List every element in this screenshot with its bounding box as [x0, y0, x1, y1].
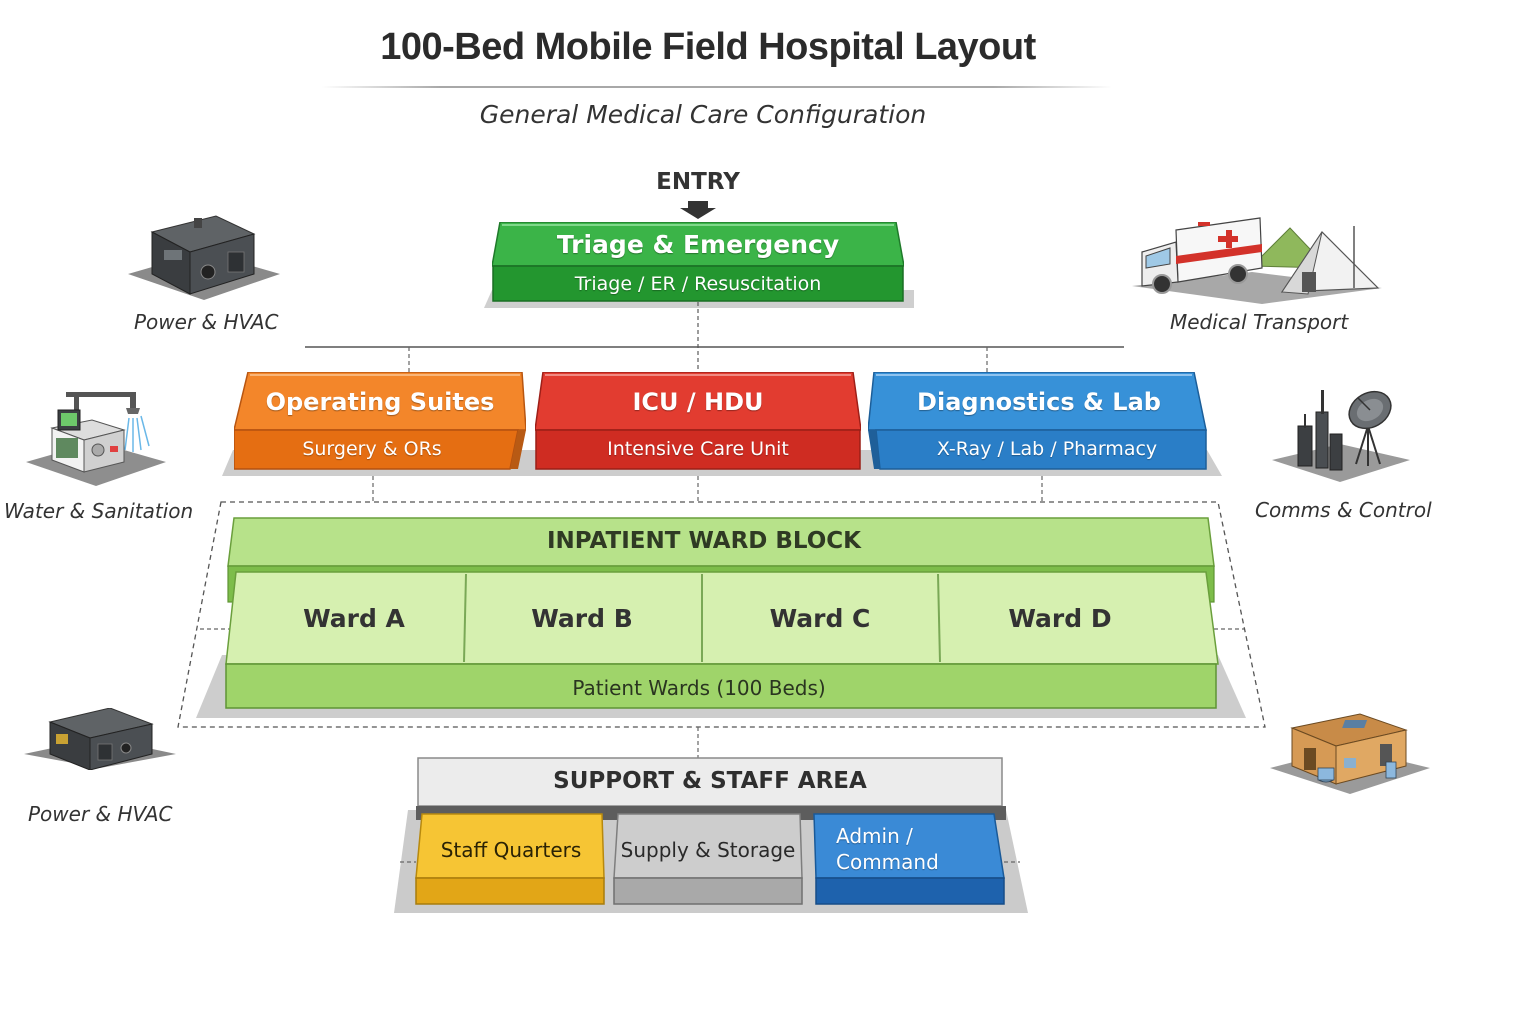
triage-shape	[492, 222, 904, 302]
operating-suites-shape	[234, 372, 526, 470]
generator-icon	[128, 215, 280, 300]
admin-command[interactable]: Admin /Command	[836, 824, 939, 874]
icu-hdu-shape	[535, 372, 861, 470]
satellite-dish-icon	[1272, 390, 1410, 482]
ambulance-tent-icon	[1132, 217, 1382, 304]
staff-quarters[interactable]: Staff Quarters	[440, 838, 582, 862]
support-area-title: SUPPORT & STAFF AREA	[553, 768, 867, 794]
triage-title: Triage & Emergency	[556, 230, 840, 259]
icu-hdu-title: ICU / HDU	[632, 388, 764, 416]
icu-hdu-subtitle: Intensive Care Unit	[607, 438, 789, 460]
diagnostics-lab-shape	[868, 372, 1207, 470]
comms-control-label: Comms & Control	[1255, 498, 1432, 522]
medical-transport-label: Medical Transport	[1170, 310, 1349, 334]
generator-icon	[24, 708, 176, 770]
container-unit-icon	[1270, 713, 1430, 794]
water-sanitation-label: Water & Sanitation	[4, 499, 194, 523]
ward-a[interactable]: Ward A	[303, 604, 405, 633]
diagnostics-lab-block[interactable]: Diagnostics & Lab X-Ray / Lab / Pharmacy	[868, 372, 1210, 470]
ward-block-title: INPATIENT WARD BLOCK	[546, 528, 862, 554]
entry-label: ENTRY	[656, 169, 740, 195]
page-title: 100-Bed Mobile Field Hospital Layout	[380, 26, 1036, 68]
triage-emergency-block[interactable]: Triage & Emergency Triage / ER / Resusci…	[492, 222, 904, 302]
page-subtitle: General Medical Care Configuration	[479, 100, 927, 129]
ward-block-shape	[225, 517, 1219, 709]
triage-subtitle: Triage / ER / Resuscitation	[574, 273, 822, 295]
support-shape	[415, 757, 1006, 905]
ward-perimeter	[177, 501, 1266, 728]
operating-suites-block[interactable]: Operating Suites Surgery & ORs	[234, 372, 526, 470]
title-divider	[322, 86, 1112, 88]
diagnostics-lab-subtitle: X-Ray / Lab / Pharmacy	[936, 438, 1158, 460]
power-hvac-bottom-label: Power & HVAC	[28, 802, 173, 826]
ward-d[interactable]: Ward D	[1008, 604, 1112, 633]
ward-block-footer: Patient Wards (100 Beds)	[572, 676, 826, 700]
power-hvac-top-label: Power & HVAC	[134, 310, 279, 334]
support-staff-area[interactable]: SUPPORT & STAFF AREA Staff Quarters Supp…	[412, 756, 1008, 908]
operating-suites-subtitle: Surgery & ORs	[302, 438, 442, 460]
operating-suites-title: Operating Suites	[265, 388, 495, 416]
water-treatment-icon	[26, 392, 166, 486]
ward-b[interactable]: Ward B	[531, 604, 633, 633]
entry-arrow-icon	[680, 201, 716, 219]
inpatient-ward-block[interactable]: INPATIENT WARD BLOCK Ward A Ward B Ward …	[224, 516, 1220, 712]
ward-c[interactable]: Ward C	[769, 604, 871, 633]
icu-hdu-block[interactable]: ICU / HDU Intensive Care Unit	[535, 372, 861, 470]
supply-storage[interactable]: Supply & Storage	[620, 838, 796, 862]
diagnostics-lab-title: Diagnostics & Lab	[917, 388, 1161, 416]
